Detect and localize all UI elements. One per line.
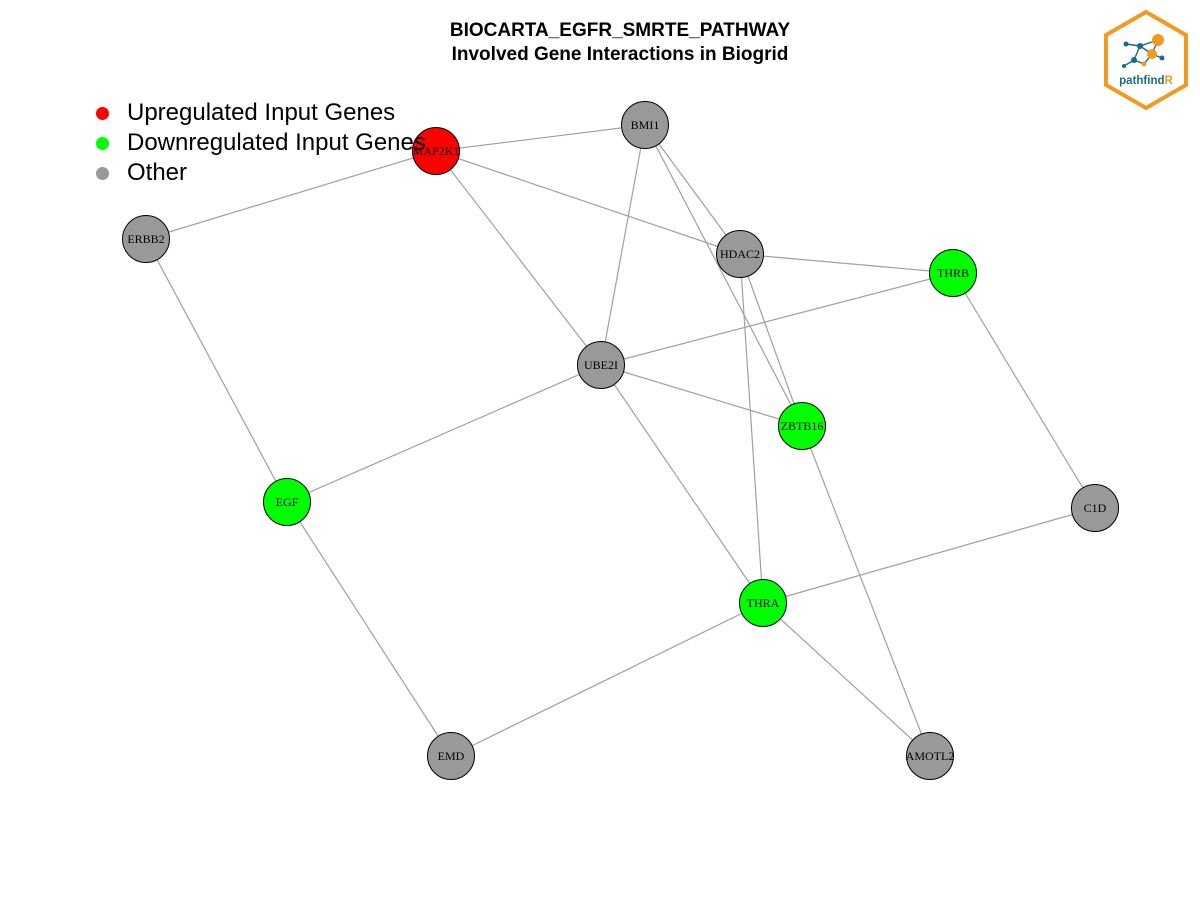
node-circle-amotl2 bbox=[906, 732, 954, 780]
logo-text: pathfind bbox=[1119, 75, 1164, 87]
node-label-amotl2: AMOTL2 bbox=[906, 749, 955, 763]
node-c1d: C1D bbox=[1071, 484, 1119, 532]
legend-item-upregulated: Upregulated Input Genes bbox=[96, 98, 426, 128]
node-ube2i: UBE2I bbox=[577, 341, 625, 389]
svg-text:pathfindR: pathfindR bbox=[1119, 75, 1173, 87]
node-circle-ube2i bbox=[577, 341, 625, 389]
legend: Upregulated Input Genes Downregulated In… bbox=[96, 98, 426, 188]
chart-subtitle: Involved Gene Interactions in Biogrid bbox=[451, 44, 789, 65]
node-circle-emd bbox=[427, 732, 475, 780]
edge-thra-emd bbox=[450, 602, 764, 757]
edge-zbtb16-amotl2 bbox=[801, 425, 931, 757]
node-label-thrb: THRB bbox=[937, 266, 969, 280]
edge-thrb-ube2i bbox=[600, 272, 954, 366]
edge-hdac2-thra bbox=[739, 253, 764, 604]
node-circle-erbb2 bbox=[122, 215, 170, 263]
node-circle-bmi1 bbox=[621, 101, 669, 149]
legend-item-other: Other bbox=[96, 158, 426, 188]
logo-text-accent: R bbox=[1165, 75, 1174, 87]
node-label-c1d: C1D bbox=[1084, 501, 1107, 515]
node-bmi1: BMI1 bbox=[621, 101, 669, 149]
edge-erbb2-egf bbox=[145, 238, 288, 503]
legend-dot-downregulated bbox=[96, 136, 109, 150]
edge-bmi1-ube2i bbox=[600, 124, 646, 366]
node-label-erbb2: ERBB2 bbox=[127, 232, 164, 246]
edge-map2k1-bmi1 bbox=[435, 124, 646, 152]
edge-hdac2-zbtb16 bbox=[739, 253, 803, 427]
node-label-emd: EMD bbox=[438, 749, 465, 763]
node-label-ube2i: UBE2I bbox=[584, 358, 618, 372]
node-label-egf: EGF bbox=[276, 495, 299, 509]
node-label-map2k1: MAP2K1 bbox=[413, 144, 460, 158]
edge-ube2i-thra bbox=[600, 364, 764, 604]
node-thrb: THRB bbox=[929, 249, 977, 297]
legend-label-upregulated: Upregulated Input Genes bbox=[127, 99, 396, 126]
node-amotl2: AMOTL2 bbox=[906, 732, 955, 780]
node-erbb2: ERBB2 bbox=[122, 215, 170, 263]
node-zbtb16: ZBTB16 bbox=[778, 402, 826, 450]
edge-bmi1-zbtb16 bbox=[644, 124, 803, 427]
node-map2k1: MAP2K1 bbox=[412, 127, 460, 175]
edge-ube2i-zbtb16 bbox=[600, 364, 803, 427]
node-label-hdac2: HDAC2 bbox=[720, 247, 760, 261]
network-hexagon-icon bbox=[1122, 34, 1165, 68]
node-circle-zbtb16 bbox=[778, 402, 826, 450]
edges-layer bbox=[145, 124, 1096, 757]
node-circle-thrb bbox=[929, 249, 977, 297]
edge-c1d-thra bbox=[762, 507, 1096, 604]
node-circle-thra bbox=[739, 579, 787, 627]
legend-item-downregulated: Downregulated Input Genes bbox=[96, 128, 426, 158]
edge-egf-emd bbox=[286, 501, 452, 757]
legend-dot-upregulated bbox=[96, 106, 109, 120]
pathfindr-logo: pathfindR bbox=[1104, 9, 1188, 111]
node-circle-map2k1 bbox=[412, 127, 460, 175]
edge-ube2i-egf bbox=[286, 364, 602, 503]
node-circle-hdac2 bbox=[716, 230, 764, 278]
node-thra: THRA bbox=[739, 579, 787, 627]
legend-dot-other bbox=[96, 166, 109, 180]
edge-hdac2-thrb bbox=[739, 253, 954, 274]
edge-bmi1-hdac2 bbox=[644, 124, 741, 255]
edge-thra-amotl2 bbox=[762, 602, 931, 757]
node-egf: EGF bbox=[263, 478, 311, 526]
node-hdac2: HDAC2 bbox=[716, 230, 764, 278]
node-emd: EMD bbox=[427, 732, 475, 780]
legend-label-downregulated: Downregulated Input Genes bbox=[127, 129, 426, 156]
edge-map2k1-ube2i bbox=[435, 150, 602, 366]
legend-label-other: Other bbox=[127, 159, 188, 186]
edge-map2k1-hdac2 bbox=[435, 150, 741, 255]
node-circle-c1d bbox=[1071, 484, 1119, 532]
node-circle-egf bbox=[263, 478, 311, 526]
chart-title: BIOCARTA_EGFR_SMRTE_PATHWAY bbox=[449, 20, 791, 41]
node-label-thra: THRA bbox=[747, 596, 780, 610]
node-label-zbtb16: ZBTB16 bbox=[781, 419, 824, 433]
edge-thrb-c1d bbox=[952, 272, 1096, 509]
edge-map2k1-erbb2 bbox=[145, 150, 437, 240]
node-label-bmi1: BMI1 bbox=[631, 118, 660, 132]
